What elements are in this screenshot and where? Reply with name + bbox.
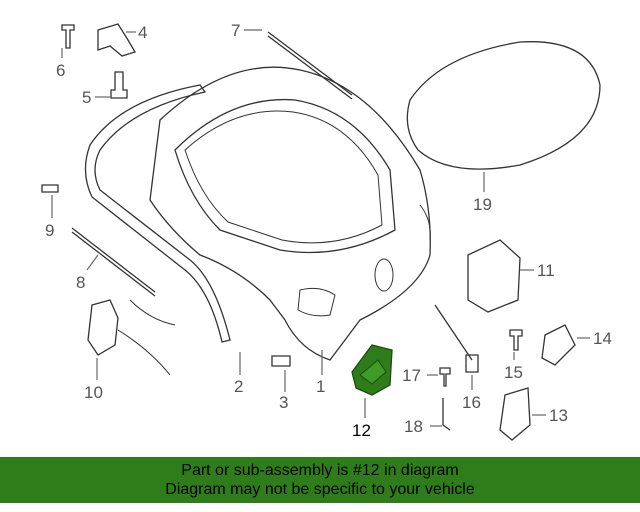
callout-4: 4	[138, 23, 147, 42]
callout-8: 8	[76, 273, 85, 292]
callout-13: 13	[549, 406, 568, 425]
callout-9: 9	[45, 221, 54, 240]
weatherstrip-seal	[84, 84, 231, 343]
small-parts	[271, 304, 576, 441]
callout-1: 1	[316, 377, 325, 396]
callout-7: 7	[231, 21, 240, 40]
callout-labels: 7 4 6 5 9 8 10 2 3 1 12 19 11 14 15 17 1…	[45, 21, 612, 440]
callout-6: 6	[56, 61, 65, 80]
callout-10: 10	[84, 383, 103, 402]
callout-16: 16	[462, 393, 481, 412]
callout-12: 12	[352, 421, 371, 440]
liftgate-shell	[149, 66, 431, 361]
leader-lines	[51, 29, 590, 427]
banner-line-part: Part or sub-assembly is #12 in diagram	[181, 462, 459, 479]
callout-15: 15	[504, 363, 523, 382]
glass-panel	[406, 41, 601, 170]
callout-2: 2	[234, 377, 243, 396]
latch	[87, 299, 176, 376]
callout-5: 5	[82, 88, 91, 107]
callout-11: 11	[537, 261, 555, 280]
info-banner: Part or sub-assembly is #12 in diagram D…	[0, 457, 640, 503]
callout-19: 19	[473, 195, 492, 214]
callout-17: 17	[402, 366, 421, 385]
callout-3: 3	[279, 393, 288, 412]
callout-14: 14	[593, 329, 612, 348]
callout-18: 18	[404, 417, 423, 436]
hinge	[97, 23, 136, 57]
bolts	[41, 24, 128, 193]
support-strut-lower	[71, 227, 156, 297]
support-strut-upper	[267, 31, 353, 100]
banner-line-disclaimer: Diagram may not be specific to your vehi…	[165, 481, 475, 498]
part-12-highlighted	[351, 344, 393, 396]
control-module	[467, 239, 521, 313]
